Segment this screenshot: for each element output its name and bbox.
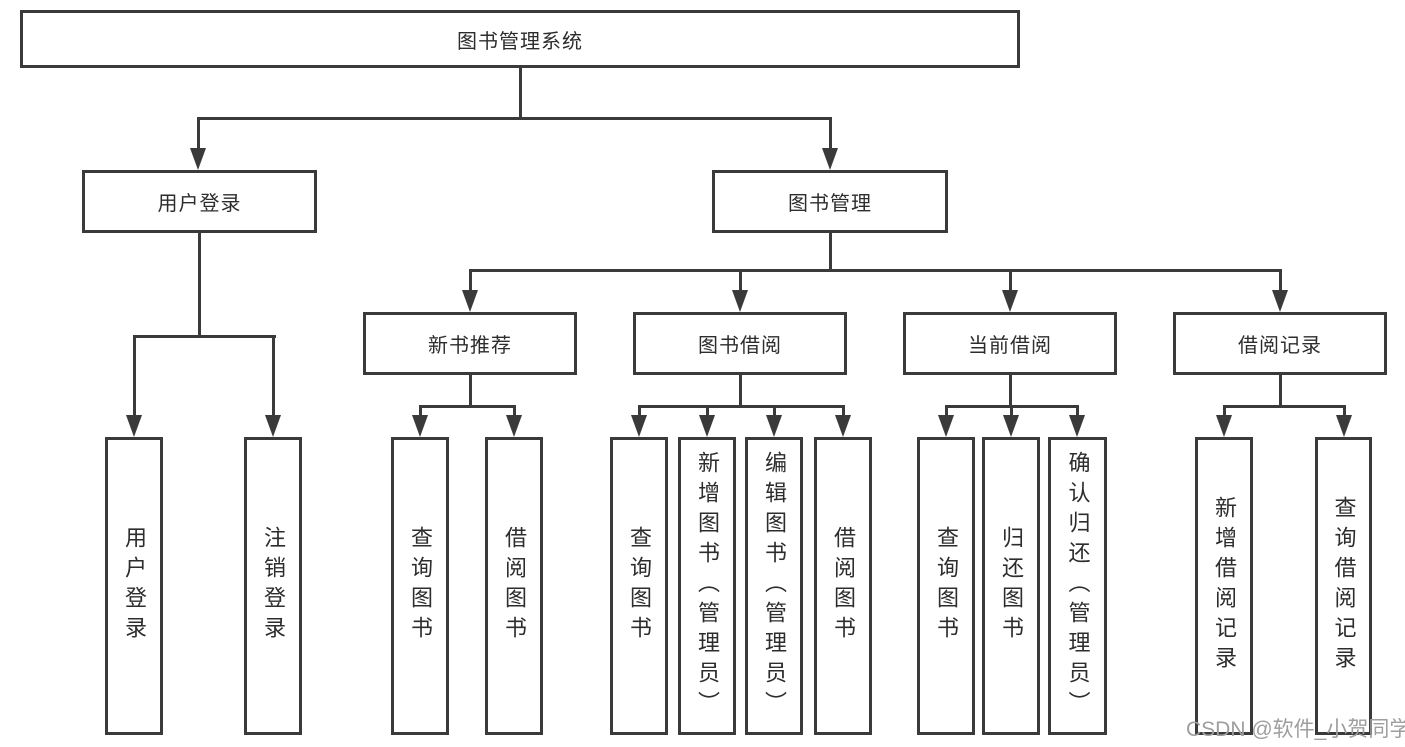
connector-bb-splitter [637, 405, 845, 408]
leaf-cb-query-books: 查询图书 [917, 437, 975, 735]
connector-bookmgmt-drop-4 [1278, 269, 1282, 290]
arrow-down-icon [190, 148, 206, 170]
connector-userlogin-drop-1 [132, 335, 136, 415]
leaf-bb-edit-books-admin-label: 编辑图书（管理员） [762, 451, 787, 721]
arrow-down-icon [1336, 415, 1352, 437]
arrow-down-icon [462, 290, 478, 312]
leaf-cb-confirm-return-admin: 确认归还（管理员） [1048, 437, 1107, 735]
connector-cb-drop-3 [1075, 405, 1079, 415]
connector-br-stem [1278, 375, 1282, 407]
connector-userlogin-drop-2 [271, 335, 275, 415]
leaf-cb-query-books-label: 查询图书 [934, 526, 959, 646]
connector-bookmgmt-stem [828, 233, 832, 271]
arrow-down-icon [699, 415, 715, 437]
leaf-logout: 注销登录 [244, 437, 302, 735]
connector-bookmgmt-splitter [468, 269, 1282, 272]
node-root-label: 图书管理系统 [457, 30, 583, 53]
node-new-book-recommend: 新书推荐 [363, 312, 577, 375]
connector-root-splitter [197, 117, 832, 120]
leaf-nbr-borrow-books: 借阅图书 [485, 437, 543, 735]
connector-userlogin-stem [197, 233, 201, 338]
arrow-down-icon [822, 148, 838, 170]
node-current-borrow: 当前借阅 [903, 312, 1117, 375]
connector-cb-drop-2 [1009, 405, 1013, 415]
leaf-cb-return-books: 归还图书 [982, 437, 1040, 735]
connector-root-left-drop [197, 117, 200, 148]
connector-nbr-drop-2 [512, 405, 516, 415]
connector-nbr-drop-1 [418, 405, 422, 415]
leaf-nbr-borrow-books-label: 借阅图书 [502, 526, 527, 646]
leaf-bb-query-books: 查询图书 [610, 437, 668, 735]
connector-nbr-stem [468, 375, 472, 407]
arrow-down-icon [631, 415, 647, 437]
connector-bb-stem [738, 375, 742, 407]
arrow-down-icon [265, 415, 281, 437]
node-new-book-recommend-label: 新书推荐 [428, 335, 512, 357]
leaf-bb-add-books-admin: 新增图书（管理员） [678, 437, 736, 735]
connector-root-stem [518, 68, 522, 118]
arrow-down-icon [1002, 290, 1018, 312]
connector-br-drop-1 [1222, 405, 1226, 415]
node-root: 图书管理系统 [20, 10, 1020, 68]
node-book-borrow-label: 图书借阅 [698, 335, 782, 357]
arrow-down-icon [1003, 415, 1019, 437]
arrow-down-icon [506, 415, 522, 437]
connector-br-drop-2 [1342, 405, 1346, 415]
connector-cb-stem [1008, 375, 1012, 407]
node-book-borrow: 图书借阅 [633, 312, 847, 375]
node-user-login: 用户登录 [82, 170, 317, 233]
leaf-cb-confirm-return-admin-label: 确认归还（管理员） [1065, 451, 1091, 721]
leaf-cb-return-books-label: 归还图书 [999, 526, 1024, 646]
arrow-down-icon [835, 415, 851, 437]
arrow-down-icon [126, 415, 142, 437]
arrow-down-icon [766, 415, 782, 437]
leaf-nbr-query-books-label: 查询图书 [408, 526, 433, 646]
node-current-borrow-label: 当前借阅 [968, 335, 1052, 357]
arrow-down-icon [732, 290, 748, 312]
node-book-management-label: 图书管理 [788, 193, 872, 215]
connector-root-right-drop [828, 117, 832, 148]
csdn-watermark: CSDN @软件_小贺同学 [1186, 718, 1405, 741]
connector-nbr-splitter [418, 405, 516, 408]
leaf-bb-borrow-books-label: 借阅图书 [831, 526, 856, 646]
connector-cb-drop-1 [944, 405, 948, 415]
connector-bookmgmt-drop-3 [1008, 269, 1012, 290]
arrow-down-icon [412, 415, 428, 437]
leaf-bb-borrow-books: 借阅图书 [814, 437, 872, 735]
leaf-br-query-record-label: 查询借阅记录 [1331, 496, 1357, 676]
arrow-down-icon [1216, 415, 1232, 437]
node-book-management: 图书管理 [712, 170, 948, 233]
arrow-down-icon [1069, 415, 1085, 437]
leaf-user-login-label: 用户登录 [122, 526, 147, 646]
connector-bookmgmt-drop-2 [738, 269, 742, 290]
node-borrow-records-label: 借阅记录 [1238, 335, 1322, 357]
leaf-br-add-record-label: 新增借阅记录 [1212, 496, 1237, 676]
arrow-down-icon [938, 415, 954, 437]
leaf-bb-add-books-admin-label: 新增图书（管理员） [695, 451, 720, 721]
leaf-nbr-query-books: 查询图书 [391, 437, 449, 735]
connector-br-splitter [1222, 405, 1346, 408]
connector-bb-drop-1 [637, 405, 641, 415]
leaf-bb-query-books-label: 查询图书 [627, 526, 652, 646]
connector-bookmgmt-drop-1 [468, 269, 472, 290]
leaf-bb-edit-books-admin: 编辑图书（管理员） [745, 437, 803, 735]
leaf-logout-label: 注销登录 [261, 526, 286, 646]
connector-bb-drop-2 [705, 405, 709, 415]
connector-userlogin-splitter [132, 335, 276, 338]
connector-bb-drop-4 [841, 405, 845, 415]
connector-bb-drop-3 [772, 405, 776, 415]
leaf-br-add-record: 新增借阅记录 [1195, 437, 1253, 735]
node-borrow-records: 借阅记录 [1173, 312, 1387, 375]
node-user-login-label: 用户登录 [157, 193, 242, 215]
arrow-down-icon [1272, 290, 1288, 312]
leaf-br-query-record: 查询借阅记录 [1315, 437, 1372, 735]
leaf-user-login: 用户登录 [105, 437, 163, 735]
